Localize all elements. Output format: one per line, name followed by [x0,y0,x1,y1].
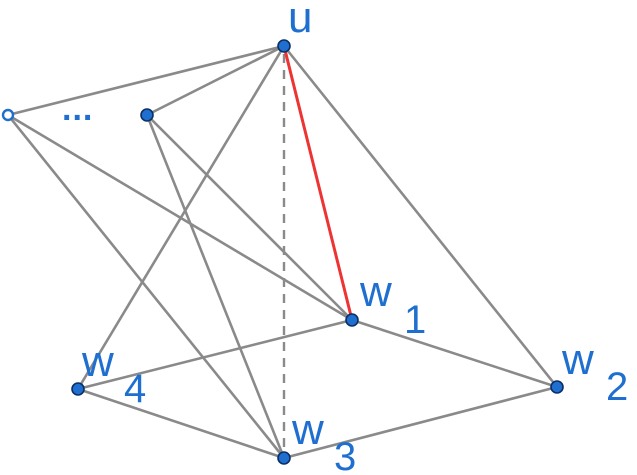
label-w1-sub: 1 [404,298,426,342]
edge-u-w1-highlight [282,44,354,322]
edge-left-w3 [6,113,286,460]
vertex-w1 [345,313,359,327]
label-ellipsis: ... [62,90,93,128]
edge-u-w2 [282,44,559,389]
edge-w4-w3 [76,387,286,460]
vertex-w3 [277,451,291,465]
label-w3-sub: 3 [334,435,356,475]
edge-w3-w2 [282,385,559,460]
vertex-w2 [550,380,564,394]
edge-left-w1 [6,113,354,322]
edge-w4-w1 [76,318,354,391]
vertex-left-open [1,108,15,122]
vertex-w4 [71,382,85,396]
label-u: u [288,0,312,42]
edge-w1-w2 [350,318,559,389]
vertex-u [277,39,291,53]
edge-mid-w3 [145,113,286,460]
vertex-mid [140,108,154,122]
label-w2-sub: 2 [606,365,628,409]
label-w3-base: w [291,405,324,454]
label-w1-base: w [359,267,392,316]
edges [6,44,559,460]
edge-u-left [6,44,286,117]
label-w4-sub: 4 [124,367,146,411]
vertices [1,39,564,465]
label-w2-base: w [561,335,594,384]
label-w4-base: w [81,337,114,386]
edge-u-mid [145,44,286,117]
edge-mid-w1 [145,113,354,322]
